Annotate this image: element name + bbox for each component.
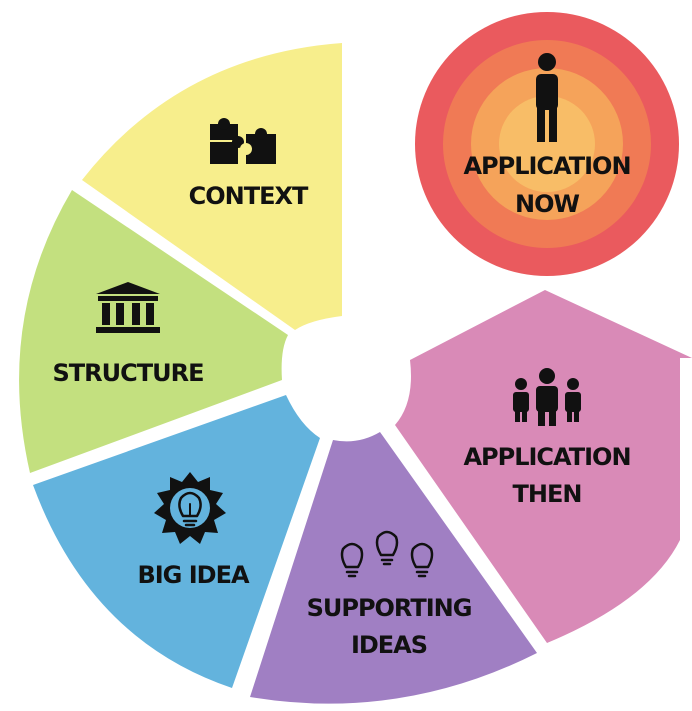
context-wedge	[82, 43, 342, 330]
context-label: CONTEXT	[189, 182, 309, 210]
supporting-ideas-label-line2: IDEAS	[351, 631, 427, 659]
context-segment: CONTEXT	[82, 43, 342, 330]
application-then-label-line1: APPLICATION	[463, 443, 630, 471]
big-idea-wedge	[33, 395, 320, 688]
application-then-segment: APPLICATION THEN	[395, 290, 692, 643]
application-then-arrow	[395, 290, 692, 643]
application-now-label-line2: NOW	[515, 190, 579, 218]
three-lightbulbs-icon	[340, 530, 434, 578]
structure-segment: STRUCTURE	[19, 190, 288, 473]
supporting-ideas-label-line1: SUPPORTING	[307, 594, 472, 622]
supporting-ideas-segment: SUPPORTING IDEAS	[250, 432, 537, 704]
big-idea-segment: BIG IDEA	[33, 395, 320, 688]
lightbulb-badge-icon	[154, 472, 226, 544]
application-then-label-line2: THEN	[513, 480, 582, 508]
application-now-circle: APPLICATION NOW	[415, 12, 679, 276]
puzzle-icon	[210, 118, 276, 164]
supporting-ideas-wedge	[250, 432, 537, 704]
big-idea-label: BIG IDEA	[137, 561, 250, 589]
columns-building-icon	[96, 282, 160, 333]
structure-label: STRUCTURE	[53, 359, 204, 387]
application-now-label-line1: APPLICATION	[463, 152, 630, 180]
group-people-icon	[513, 368, 581, 426]
person-icon	[536, 53, 558, 142]
